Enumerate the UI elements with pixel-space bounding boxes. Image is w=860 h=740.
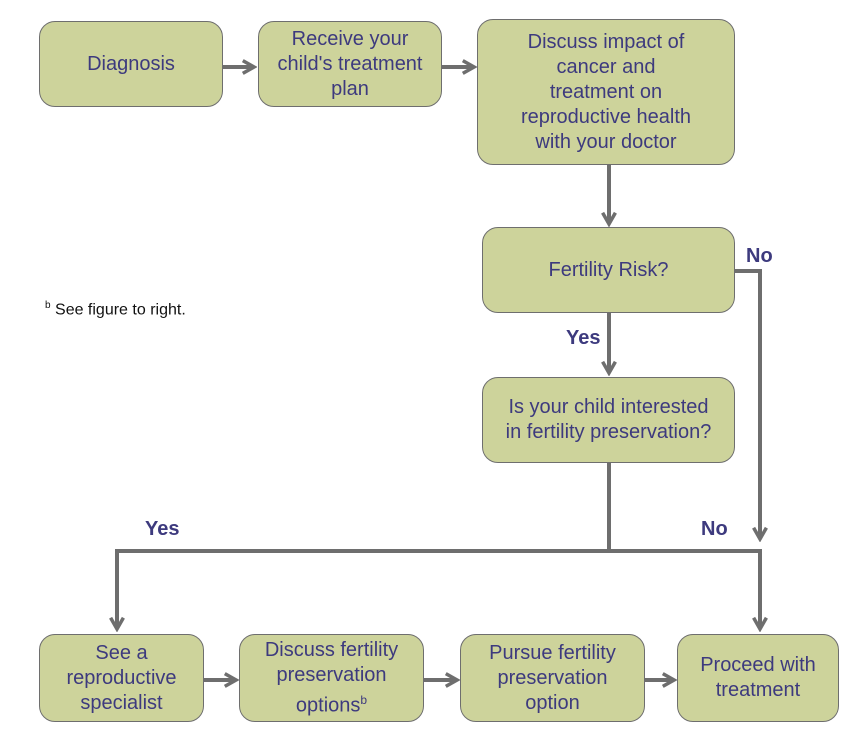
node-fertility-risk: Fertility Risk? [482, 227, 735, 313]
node-discuss-options-text: Discuss fertility preservation optionsb [265, 638, 398, 719]
footnote-marker: b [45, 300, 51, 311]
arrow-interested-no [609, 549, 760, 629]
node-discuss-impact-text: Discuss impact of cancer and treatment o… [520, 30, 692, 153]
footnote: b See figure to right. [45, 300, 186, 319]
node-discuss-options-label: Discuss fertility preservation options [264, 638, 399, 717]
label-risk-yes: Yes [566, 327, 601, 349]
arrow-risk-no [735, 269, 760, 539]
node-diagnosis: Diagnosis [39, 21, 223, 107]
node-proceed-text: Proceed with treatment [700, 654, 816, 701]
node-pursue-option-text: Pursue fertility preservation option [489, 641, 616, 714]
node-diagnosis-text: Diagnosis [87, 52, 175, 75]
footnote-ref: b [360, 692, 368, 707]
label-interest-no: No [701, 518, 728, 540]
node-receive-plan: Receive your child's treatment plan [258, 21, 442, 107]
node-interested: Is your child interested in fertility pr… [482, 377, 735, 463]
label-interest-yes: Yes [145, 518, 180, 540]
node-discuss-options: Discuss fertility preservation optionsb [239, 634, 424, 722]
node-see-specialist-text: See a reproductive specialist [66, 641, 177, 714]
node-receive-plan-text: Receive your child's treatment plan [277, 27, 423, 100]
node-fertility-risk-text: Fertility Risk? [548, 258, 669, 281]
node-proceed: Proceed with treatment [677, 634, 839, 722]
node-interested-text: Is your child interested in fertility pr… [505, 396, 712, 443]
label-risk-no: No [746, 245, 773, 267]
arrow-interested-yes [117, 549, 609, 629]
footnote-text: See figure to right. [55, 301, 186, 319]
node-pursue-option: Pursue fertility preservation option [460, 634, 645, 722]
node-discuss-impact: Discuss impact of cancer and treatment o… [477, 19, 735, 165]
node-see-specialist: See a reproductive specialist [39, 634, 204, 722]
